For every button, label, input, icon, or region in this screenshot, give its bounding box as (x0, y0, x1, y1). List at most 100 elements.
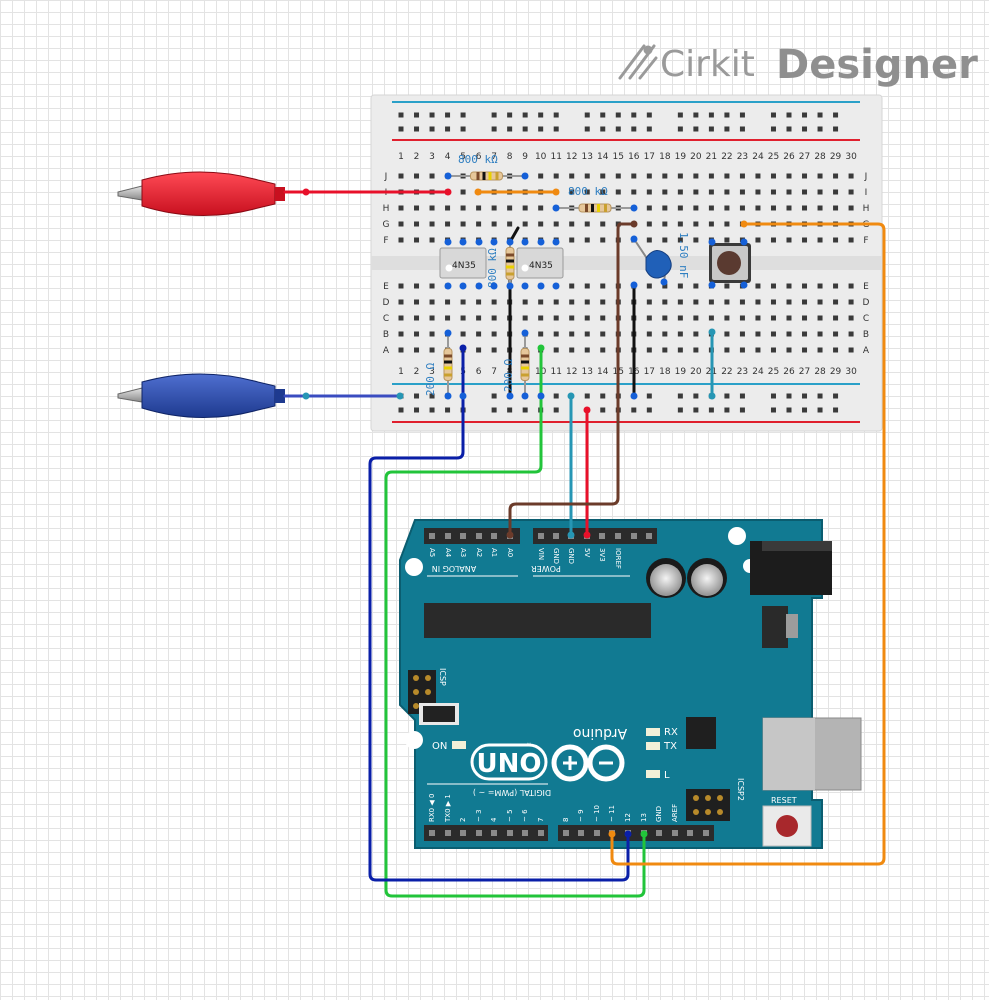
breadboard-hole (770, 407, 776, 413)
column-number: 6 (476, 367, 482, 377)
breadboard-hole (429, 331, 435, 337)
column-number: 24 (752, 152, 764, 162)
breadboard-hole (646, 347, 652, 353)
breadboard-hole (398, 205, 404, 211)
alligator-clip-blue[interactable] (117, 373, 285, 419)
breadboard-hole (398, 112, 404, 118)
breadboard-hole (770, 331, 776, 337)
breadboard-hole (724, 299, 730, 305)
wire-endpoint (640, 830, 648, 838)
header-pin (553, 533, 559, 539)
connection-dot (444, 282, 452, 290)
header-pin (615, 533, 621, 539)
breadboard-hole (538, 221, 544, 227)
analog-header (424, 528, 520, 544)
connection-dot (459, 392, 467, 400)
row-letter: E (383, 282, 389, 292)
column-number: 21 (706, 152, 717, 162)
breadboard-hole (677, 189, 683, 195)
header-pin (538, 533, 544, 539)
connection-dot (459, 238, 467, 246)
breadboard-hole (802, 205, 808, 211)
digital-pin-label: 12 (624, 813, 632, 822)
wire-endpoint (459, 344, 467, 352)
breadboard-hole (770, 126, 776, 132)
wire-endpoint (567, 531, 575, 539)
breadboard-hole (414, 205, 420, 211)
breadboard-hole (445, 221, 451, 227)
column-number: 26 (783, 152, 795, 162)
column-number: 16 (628, 152, 640, 162)
digital-pin-label: ~ 10 (593, 805, 601, 822)
header-pin (646, 533, 652, 539)
column-number: 2 (414, 367, 420, 377)
breadboard-hole (398, 283, 404, 289)
breadboard-hole (615, 189, 621, 195)
breadboard-hole (724, 221, 730, 227)
breadboard-hole (569, 189, 575, 195)
wire-endpoint (474, 188, 482, 196)
breadboard-hole (507, 407, 513, 413)
header-pin (672, 830, 678, 836)
push-button[interactable] (709, 243, 751, 283)
breadboard-hole (414, 283, 420, 289)
header-pin (491, 830, 497, 836)
breadboard-hole (584, 283, 590, 289)
breadboard-hole (833, 283, 839, 289)
breadboard-hole (631, 189, 637, 195)
row-letter: C (863, 314, 869, 324)
breadboard-hole (662, 347, 668, 353)
breadboard-hole (522, 221, 528, 227)
connection-dot (506, 282, 514, 290)
breadboard-hole (693, 205, 699, 211)
breadboard-hole (584, 237, 590, 243)
wire-endpoint (537, 344, 545, 352)
breadboard-hole (739, 126, 745, 132)
breadboard-hole (600, 112, 606, 118)
resistor-vertical-mid-label: 800 kΩ (486, 248, 499, 288)
breadboard-hole (677, 315, 683, 321)
breadboard-hole (770, 299, 776, 305)
column-number: 2 (414, 152, 420, 162)
breadboard-hole (553, 347, 559, 353)
breadboard-hole (631, 173, 637, 179)
breadboard-hole (584, 173, 590, 179)
column-number: 20 (690, 152, 702, 162)
breadboard-hole (584, 126, 590, 132)
breadboard-hole (507, 126, 513, 132)
header-pin (703, 830, 709, 836)
resistor-top-1-label: 800 kΩ (458, 153, 498, 166)
wire-endpoint (444, 188, 452, 196)
breadboard-hole (755, 331, 761, 337)
analog-pin-label: A0 (506, 548, 514, 557)
connection-dot (444, 392, 452, 400)
breadboard-hole (817, 393, 823, 399)
breadboard-hole (600, 315, 606, 321)
breadboard-hole (615, 126, 621, 132)
breadboard-hole (677, 347, 683, 353)
breadboard-hole (770, 205, 776, 211)
breadboard-hole (445, 299, 451, 305)
breadboard-hole (553, 315, 559, 321)
alligator-clip-red[interactable] (117, 171, 285, 217)
breadboard-hole (677, 299, 683, 305)
breadboard-hole (569, 299, 575, 305)
breadboard-hole (693, 393, 699, 399)
breadboard-hole (786, 237, 792, 243)
column-number: 12 (566, 367, 577, 377)
header-pin (445, 533, 451, 539)
column-number: 22 (721, 152, 732, 162)
breadboard-hole (615, 112, 621, 118)
breadboard-hole (739, 205, 745, 211)
arduino-infinity-icon (551, 744, 625, 782)
breadboard-hole (755, 299, 761, 305)
usb-controller-chip (686, 717, 716, 749)
mount-hole (405, 558, 423, 576)
tx-label: TX (663, 741, 677, 752)
rx-label: RX (664, 727, 678, 738)
connection-dot (630, 281, 638, 289)
wire-endpoint (302, 188, 310, 196)
breadboard-hole (802, 112, 808, 118)
breadboard-hole (786, 283, 792, 289)
breadboard-hole (600, 189, 606, 195)
